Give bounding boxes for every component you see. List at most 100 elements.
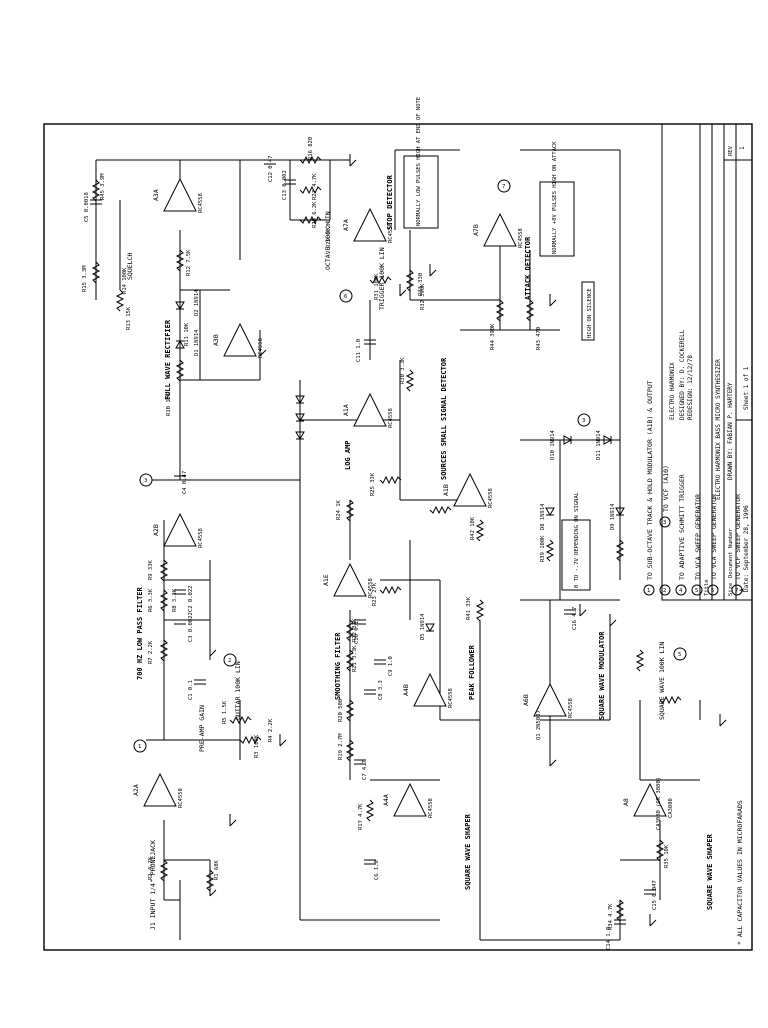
label-stop-detector: STOP DETECTOR [386,174,394,230]
tb-doc-label: Document Number [728,528,734,578]
label-sq-shaper2: SQUARE WAVE SHAPER [706,833,714,910]
node-3-marker: 3 [577,413,591,427]
part-c12: C12 0.47 [268,156,274,183]
opamp-id: A3A [152,189,160,201]
tb-rev-label: REV [728,145,734,156]
r5-resistor [229,715,252,725]
part-r3: R3 100K [254,734,260,758]
part-r43: R43 470 [536,327,542,350]
part-d2: D2 1N914 [194,289,200,316]
ground-symbol [579,604,587,617]
ground-symbol [719,714,727,727]
c13-cap [284,179,296,185]
r13-resistor [115,289,125,312]
r1-resistor [205,869,215,892]
r17-resistor [365,799,375,822]
ground-symbol [429,264,437,277]
part-r27: R27 4.7K [312,173,318,200]
tb-drawn: DRAWN BY: FABIAN P. HARTERY [727,382,734,480]
opamp-id: A7B [472,224,480,236]
c2-cap [174,589,186,595]
r43-resistor [525,299,535,322]
opamp-part: RC4558 [388,223,394,243]
node-2-marker: 2 [223,653,237,667]
part-q1: Q1 2N5087 [536,710,542,740]
r16-resistor [299,155,322,165]
r10b-resistor [615,539,625,562]
opamp-part: RC4558 [488,488,494,508]
tb-title: ELECTRO HARMONIX BASS MICRO SYNTHESIZER [715,359,722,500]
r39-resistor [545,539,555,562]
legend-node-circle [691,584,703,596]
opamp-part: RC4558 [448,688,454,708]
label-squelch: SQUELCH [126,253,134,280]
opamp-part: RC4558 [568,698,574,718]
part-c7: C7 4.7 [362,760,368,780]
ground-symbol [229,814,237,827]
r42-resistor [475,519,485,542]
opamp-id: A3B [212,334,220,346]
section-labels: J1 INPUT 1/4" PHONEJACK PRE-AMP GAIN 700… [126,174,714,930]
part-r34: R34 4.7K [608,903,614,930]
legend-node-circle [659,516,671,528]
label-rectifier: FULL WAVE RECTIFIER [164,319,172,400]
part-r19: R19 2.7M [338,733,344,760]
legend-text: TO VCF (A10) [662,465,670,512]
ground-symbol [349,154,357,167]
c12-cap [264,159,276,165]
part-r8: R8 3.3K [172,588,178,612]
label-sources: SOURCES SMALL SIGNAL DETECTOR [440,357,448,480]
tb-rev: 1 [739,146,746,150]
part-r12: R12 7.5K [186,249,192,276]
legend-item: 3TO VCF (A10) [659,465,671,528]
opamp-id: A2B [152,524,160,536]
part-r5: R5 1.5K [222,700,228,724]
ground-symbol [609,614,617,627]
label-peak-follower: PEAK FOLLOWER [468,644,476,700]
label-smoothing: SMOOTHING FILTER [334,632,342,700]
part-r25: R25 33K [370,472,376,496]
legend-node-num: 5 [695,588,698,594]
legend-item: 5TO VCA SWEEP GENERATOR [691,494,703,596]
c9-cap [374,659,386,665]
label-preamp: PRE-AMP GAIN [198,705,206,752]
r8-resistor [159,589,169,612]
legend-node-num: 4 [679,588,683,594]
legend-node-circle [643,584,655,596]
part-c15: C15 0.047 [652,880,658,910]
legend-node-num: 6 [711,588,714,594]
opamp-part: RC4558 [518,228,524,248]
opamp-part: CA3080 [668,798,674,818]
ground-symbol [279,734,287,747]
label-lpf: 700 HZ LOW PASS FILTER [136,586,144,680]
r31-resistor [369,275,392,285]
ground-symbol [399,284,407,297]
node-number: 6 [344,294,347,300]
part-c10: C10 0.1 [354,621,360,644]
r9-resistor [159,559,169,582]
tb-redesign: REDESIGN: 12/12/78 [687,355,694,420]
opamp-part: RC4558 [178,788,184,808]
r23-resistor [379,585,402,595]
node-7-marker: 7 [497,179,511,193]
part-d10: D10 1N914 [550,430,556,460]
r10-resistor [175,359,185,382]
opamp-id: A1A [342,404,350,416]
node-number: 7 [502,184,505,190]
r34-resistor [615,899,625,922]
legend-node-num: 7 [735,588,738,594]
part-r11: R11 10K [184,322,190,346]
r24-resistor [345,499,355,522]
part-r45: R45 3.9M [100,173,106,200]
label-trigger: TRIGGER 100K LIN [378,247,386,310]
note-stop-box [403,155,439,229]
legend-text: TO VCF SWEEP GENERATOR [734,494,742,580]
